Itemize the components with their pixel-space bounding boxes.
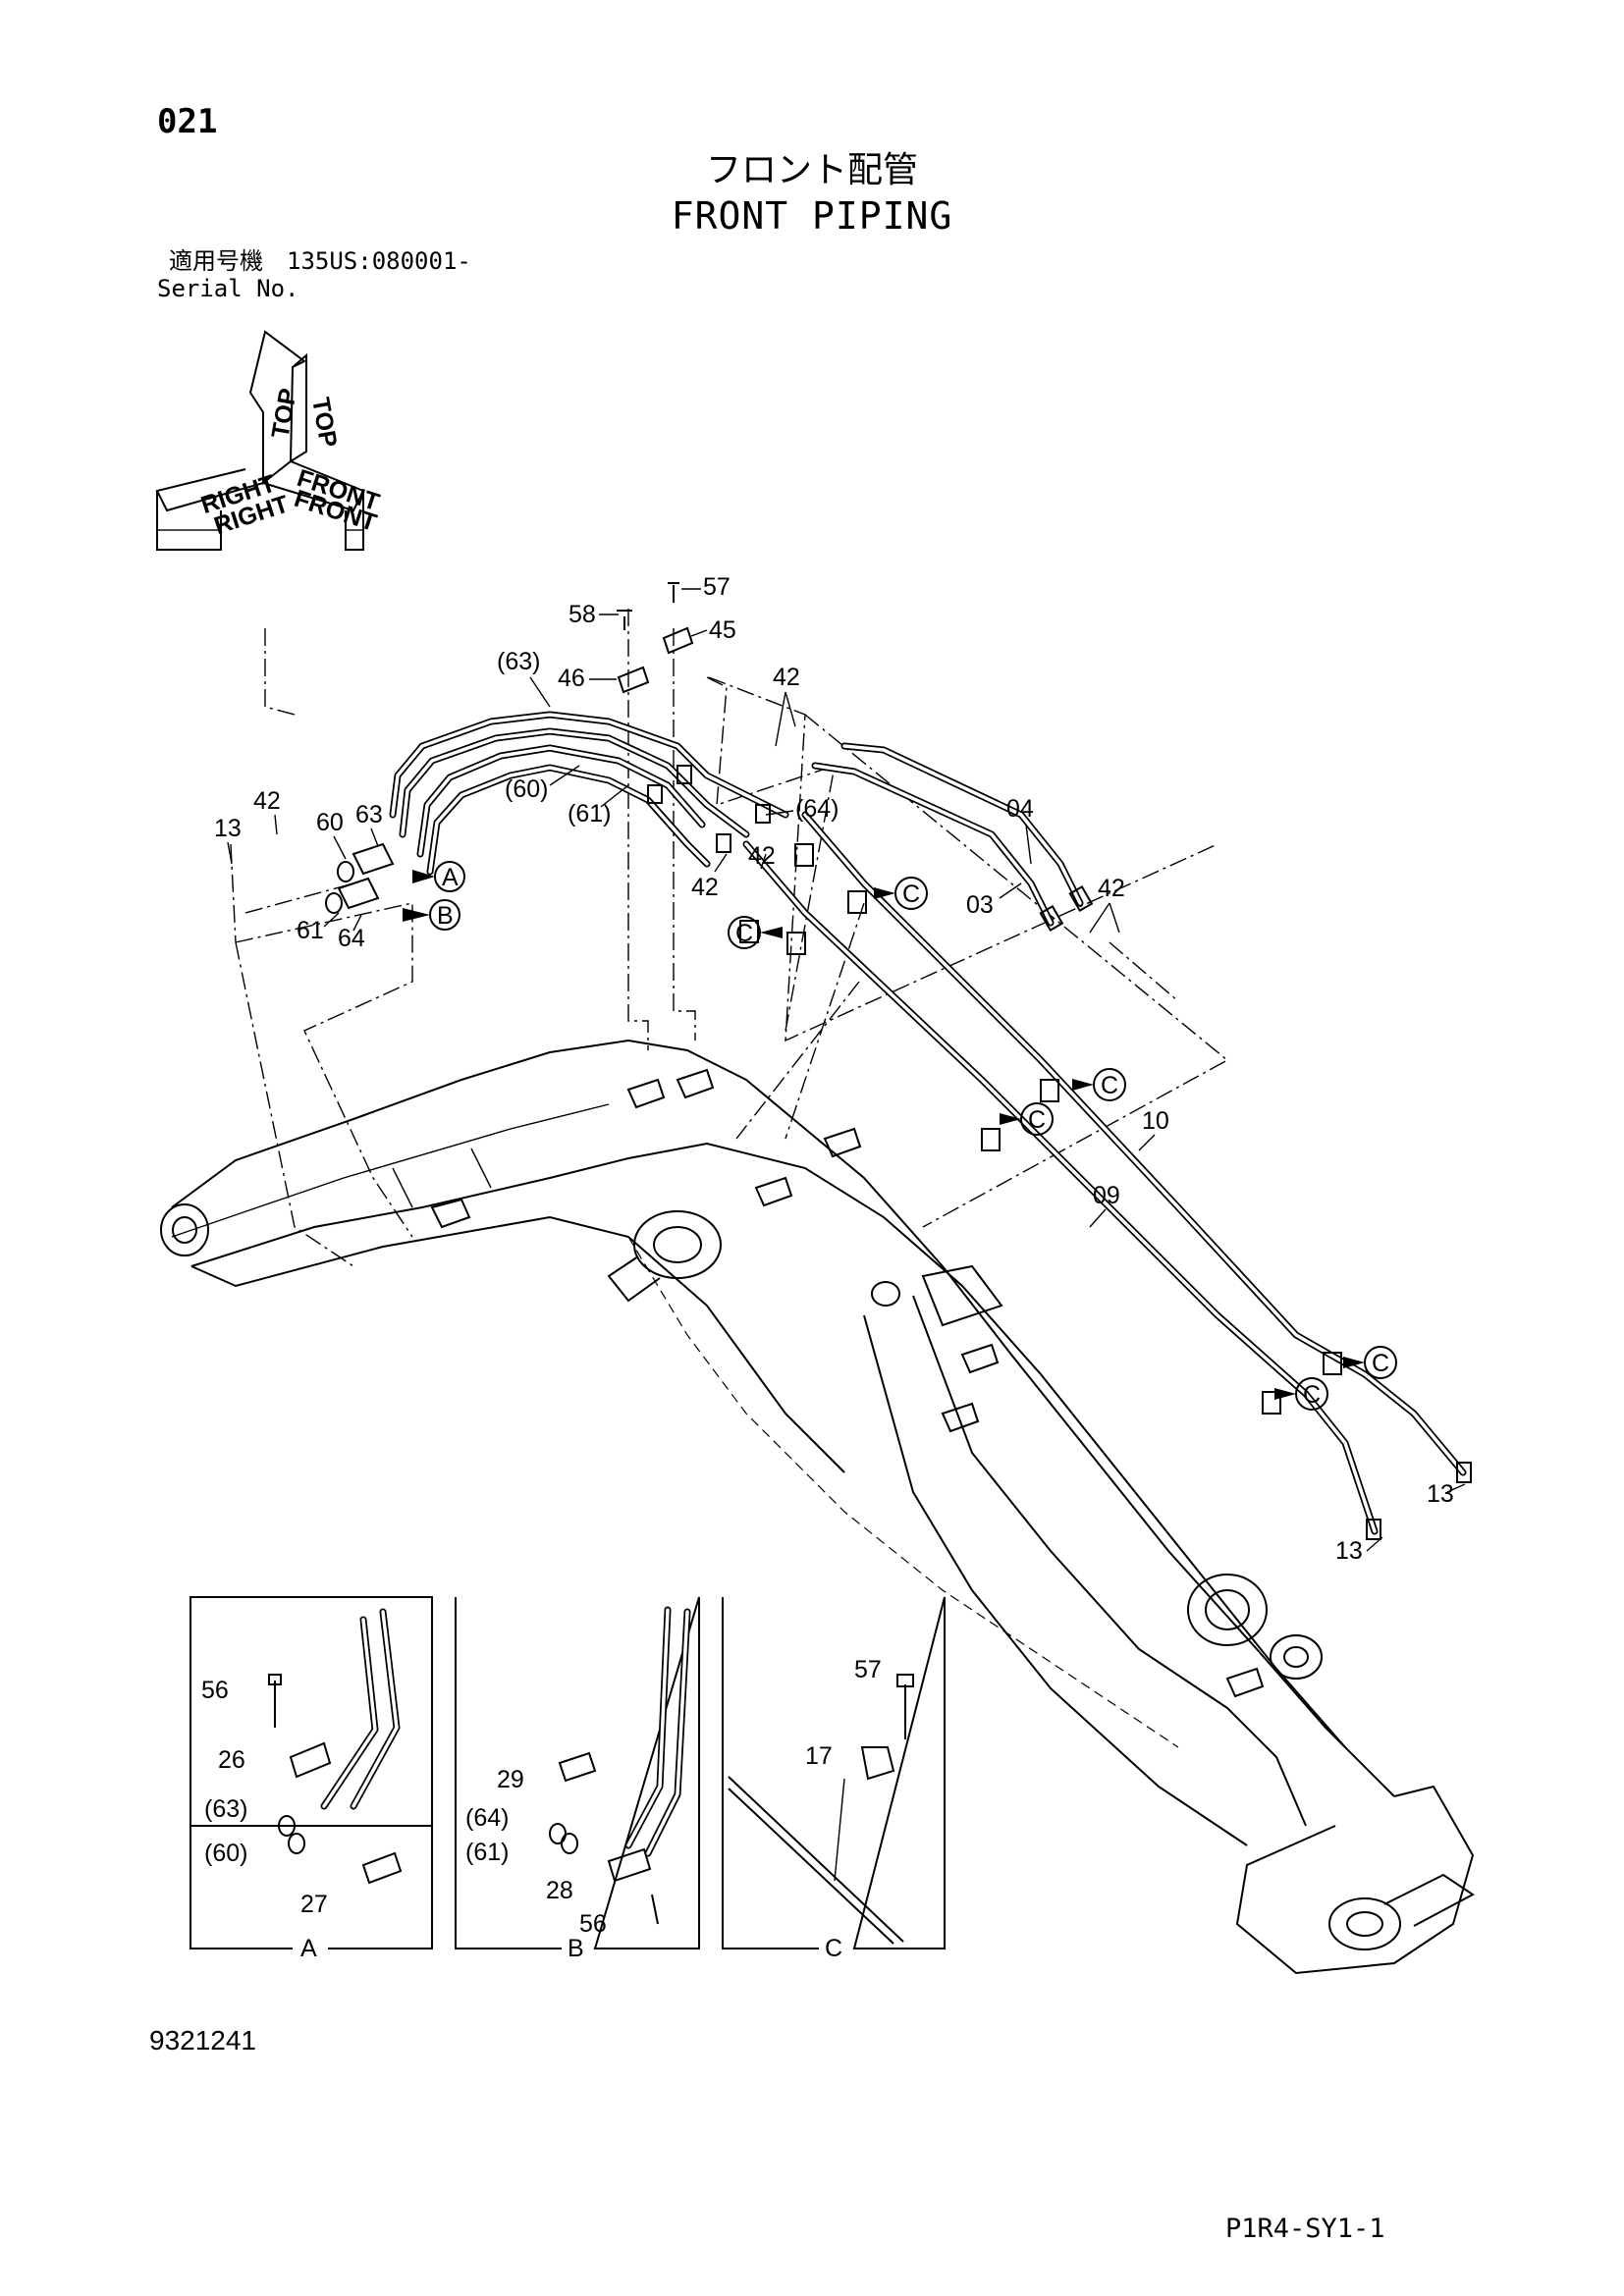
upper-piping [389,711,1094,933]
callout-61: 61 [297,917,324,944]
view-marker-c2: C [735,920,753,947]
callout-46: 46 [558,665,585,692]
detail-a-caption: A [300,1935,317,1962]
callout-09: 09 [1093,1182,1120,1209]
detail-b-56: 56 [579,1910,607,1938]
callout-60-paren: (60) [505,775,548,803]
callout-42-top: 42 [773,664,800,691]
orientation-top-right: TOP [306,396,342,450]
callout-13-bottom: 13 [1335,1537,1363,1565]
sheet-code: P1R4-SY1-1 [1225,2214,1385,2244]
view-marker-c3: C [1101,1072,1118,1099]
callout-64: 64 [338,925,365,952]
view-marker-c6: C [1303,1381,1321,1409]
orientation-indicator: TOP TOP RIGHT RIGHT FRONT FRONT [155,330,383,551]
assembly-leader-lines [230,609,1229,1267]
callout-13-left: 13 [214,815,242,842]
detail-b-64: (64) [465,1804,509,1832]
detail-a-56: 56 [201,1677,229,1704]
view-marker-c1: C [902,881,920,908]
part-callouts: 57 45 58 46 (63) 42 (60) (61) (64) 04 42… [214,573,1466,1565]
detail-c-caption: C [825,1935,842,1962]
serial-label-english: Serial No. [157,275,299,302]
callout-57: 57 [703,573,731,601]
callout-60: 60 [316,809,344,836]
view-marker-c4: C [1028,1106,1046,1134]
callout-42-right: 42 [1098,875,1125,902]
orientation-top-left: TOP [266,387,301,441]
callout-42-far-left: 42 [253,787,281,815]
view-marker-c5: C [1372,1350,1389,1377]
view-markers: A B C C C C C C [403,861,1397,1411]
detail-c-57: 57 [854,1656,882,1683]
page-number: 021 [157,102,218,141]
title-english: FRONT PIPING [671,194,953,238]
detail-a-63: (63) [204,1795,247,1823]
detail-a-26: 26 [218,1746,245,1774]
callout-03: 03 [966,891,994,919]
callout-04: 04 [1006,795,1034,823]
callout-42-left: 42 [691,874,719,901]
detail-b-29: 29 [497,1766,524,1793]
callout-58: 58 [568,601,596,628]
callout-63: 63 [355,801,383,828]
pipe-clamps [325,582,1342,1415]
callout-64-paren: (64) [795,795,839,823]
long-piping [742,811,1472,1540]
callout-13-right: 13 [1427,1480,1454,1508]
view-marker-b: B [437,902,454,930]
detail-panel-b: 29 (64) (61) 28 56 B [455,1596,700,1962]
detail-b-61: (61) [465,1839,509,1866]
drawing-number: 9321241 [149,2025,257,2056]
detail-b-caption: B [568,1935,584,1962]
callout-10: 10 [1142,1107,1169,1135]
detail-a-60: (60) [204,1840,247,1867]
detail-panel-a: 56 26 (63) (60) 27 A [189,1596,433,1962]
detail-panel-c: 57 17 C [722,1596,946,1962]
boom-assembly [160,1039,1475,1975]
serial-block: 適用号機 135US:080001- Serial No. [157,247,471,302]
detail-a-27: 27 [300,1891,328,1918]
title-block: フロント配管 FRONT PIPING [0,149,1624,240]
detail-c-17: 17 [805,1742,833,1770]
serial-range: 135US:080001- [287,247,471,275]
callout-63-paren: (63) [497,648,540,675]
detail-b-28: 28 [546,1877,573,1904]
view-marker-a: A [442,864,459,891]
callout-45: 45 [709,616,736,644]
serial-label-japanese: 適用号機 [169,247,263,275]
title-japanese: フロント配管 [705,150,918,190]
